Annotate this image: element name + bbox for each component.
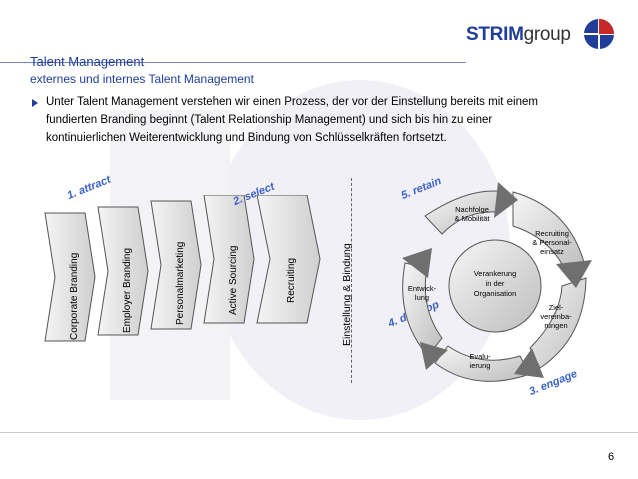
logo-light: group <box>523 24 571 45</box>
logo-globe-icon <box>584 19 614 49</box>
seg-top-text-1: Nachfolge <box>455 205 489 214</box>
seg-br-text-2: vereinba- <box>540 312 572 321</box>
page-number: 6 <box>608 451 615 463</box>
seg-left-text-1: Entwick- <box>408 284 437 293</box>
step-label-2: Personalmarketing <box>175 242 186 325</box>
process-chevrons: Corporate Branding Employer Branding Per… <box>44 195 321 342</box>
footer-divider <box>0 432 638 433</box>
chevron-corporate-branding: Corporate Branding <box>44 212 96 342</box>
cycle-arrowhead-3 <box>514 348 544 378</box>
chevron-personalmarketing: Personalmarketing <box>150 200 202 330</box>
seg-right-text-2: & Personal- <box>532 238 572 247</box>
step-label-3: Active Sourcing <box>228 246 239 315</box>
bullet-text: Unter Talent Management verstehen wir ei… <box>46 93 606 147</box>
seg-left-text-2: lung <box>415 293 429 302</box>
einstellung-divider <box>351 178 352 383</box>
chevron-recruiting: Recruiting <box>256 195 321 324</box>
center-text-1: Verankerung <box>474 269 517 278</box>
cycle-arrowhead-1 <box>494 182 518 218</box>
seg-br-text-3: rungen <box>544 321 567 330</box>
step-label-0: Corporate Branding <box>69 253 80 340</box>
bullet-arrow-icon <box>32 99 38 107</box>
strim-logo: STRIMgroup <box>466 12 616 56</box>
seg-top-text-2: & Mobilität <box>454 214 490 223</box>
logo-wordmark: STRIMgroup <box>466 24 571 46</box>
cycle-arrowhead-4 <box>420 342 448 370</box>
seg-right-text-3: einsatz <box>540 247 564 256</box>
page-subtitle: externes und internes Talent Management <box>30 72 254 86</box>
step-label-1: Employer Branding <box>122 248 133 333</box>
seg-bottom-text-1: Evalu- <box>469 352 491 361</box>
cycle-segment-evaluierung <box>434 345 531 382</box>
bullet-line-2: fundierten Branding beginnt (Talent Rela… <box>46 114 493 126</box>
center-text-2: in der <box>486 279 505 288</box>
seg-bottom-text-2: ierung <box>470 361 491 370</box>
cycle-arrowhead-5 <box>402 248 432 278</box>
talent-cycle: Verankerung in der Organisation Nachfolg… <box>402 182 592 382</box>
bullet-line-3: kontinuierlichen Weiterentwicklung und B… <box>46 132 447 144</box>
cycle-segment-entwicklung <box>402 262 443 357</box>
einstellung-text: Einstellung & Bindung <box>341 243 353 346</box>
center-text-3: Organisation <box>474 289 517 298</box>
logo-strong: STRIM <box>466 24 524 45</box>
page-title: Talent Management <box>30 54 145 69</box>
seg-right-text-1: Recruiting <box>535 229 569 238</box>
seg-br-text-1: Ziel- <box>549 303 564 312</box>
chevron-employer-branding: Employer Branding <box>97 206 149 336</box>
cycle-center <box>448 239 542 333</box>
cycle-arrowhead-2 <box>556 260 592 288</box>
step-label-4: Recruiting <box>286 258 297 303</box>
bullet-line-1: Unter Talent Management verstehen wir ei… <box>46 96 538 108</box>
chevron-active-sourcing: Active Sourcing <box>203 195 255 324</box>
einstellung-label: Einstellung & Bindung <box>341 243 353 346</box>
